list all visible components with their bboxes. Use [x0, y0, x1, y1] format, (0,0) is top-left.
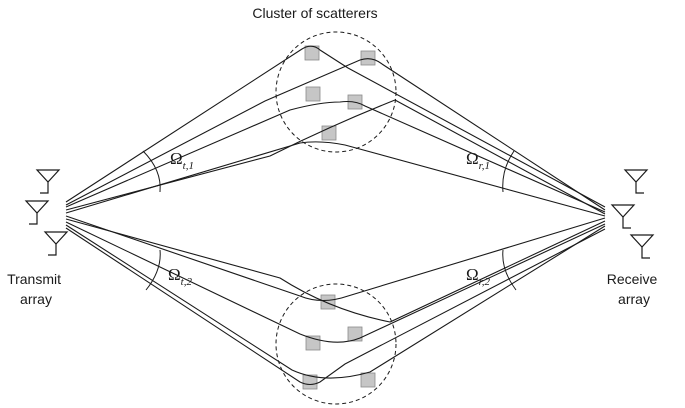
antenna-icon	[610, 204, 636, 229]
upper-cluster-boundary	[275, 31, 397, 153]
path-ray	[65, 224, 606, 379]
scatterer	[302, 374, 318, 390]
angle-arc-t2	[145, 249, 161, 291]
angle-arc-r1	[502, 150, 515, 193]
upper-paths	[65, 45, 606, 217]
antenna-icon	[43, 231, 69, 256]
angle-label-t1: Ωt,1	[170, 149, 194, 172]
lower-paths	[65, 215, 606, 386]
scatterer	[305, 86, 321, 102]
path-ray	[65, 221, 606, 343]
receive-label: Receive array	[607, 271, 661, 307]
upper-cluster	[275, 31, 397, 153]
antenna-icon	[24, 200, 50, 225]
antenna-icon	[629, 234, 655, 259]
lower-cluster-boundary	[275, 283, 397, 405]
angle-label-t2: Ωt,2	[168, 265, 192, 288]
path-ray	[65, 215, 606, 302]
receive-array	[610, 169, 655, 259]
scatterer	[347, 326, 363, 342]
cluster-title: Cluster of scatterers	[252, 5, 377, 21]
path-ray	[65, 218, 606, 323]
scatterer	[360, 50, 376, 66]
path-ray	[65, 45, 606, 208]
scatterer	[360, 372, 376, 388]
path-ray	[65, 58, 606, 211]
scatterer	[320, 294, 336, 310]
transmit-label: Transmit array	[7, 271, 65, 307]
lower-cluster	[275, 283, 397, 405]
path-ray	[65, 100, 606, 213]
angle-arcs	[142, 150, 517, 291]
angle-label-r2: Ωr,2	[466, 265, 490, 288]
path-ray	[65, 99, 606, 215]
angle-label-r1: Ωr,1	[466, 149, 490, 172]
antenna-icon	[35, 169, 61, 194]
angle-arc-t1	[142, 150, 161, 193]
antenna-icon	[623, 169, 649, 194]
angle-arc-r2	[502, 249, 517, 291]
transmit-array	[24, 169, 69, 256]
path-ray	[65, 227, 606, 386]
path-ray	[65, 141, 606, 217]
